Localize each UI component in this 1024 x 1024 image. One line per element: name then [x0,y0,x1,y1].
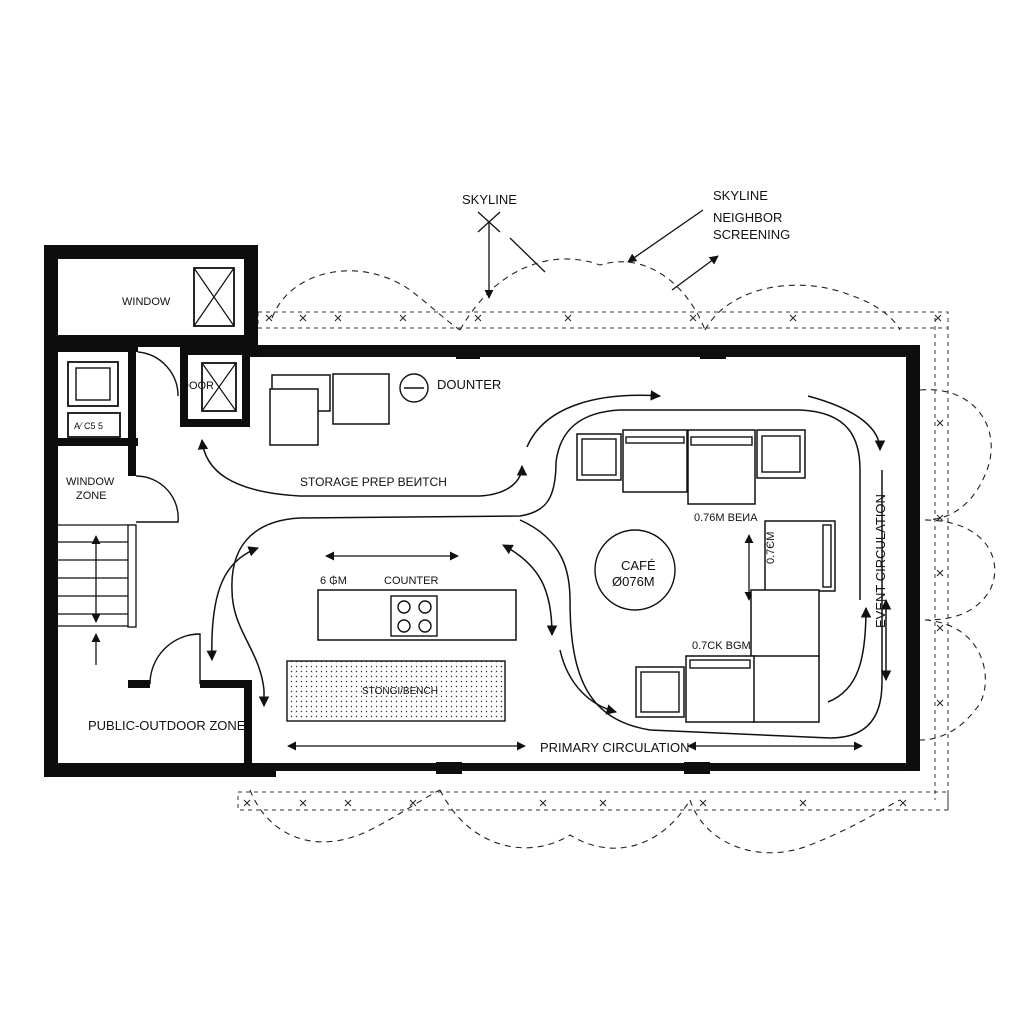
public-outdoor-zone-label: PUBLIC-OUTDOOR ZONE [88,718,246,733]
circulation-paths [197,390,892,751]
neighbor-screening-label-2: SCREENING [713,227,790,242]
prep-chair [269,388,319,446]
counter-dimension-label: 6 ₲M [320,575,347,587]
prep-table [332,373,390,425]
outdoor-door-swing [149,633,201,685]
counter-label: COUNTER [384,575,438,587]
sink-unit [67,361,119,407]
storage-prep-bench-label: STORAGE PREP BEИTCH [300,475,447,489]
door-swing [137,351,179,397]
building-walls [44,245,920,777]
neighbor-screening-label-1: NEIGHBOR [713,210,782,225]
side-dimension-label: 0.7ЄM [765,532,777,564]
seating-row-top [576,429,806,505]
window-label: WINDOW [122,296,171,308]
bench-dimension-label: 0.76M BEИA [694,512,758,524]
zone-door-swing [135,475,179,523]
storage-bench [286,660,506,722]
control-panel [67,412,121,438]
skyline-screening-top [257,258,949,331]
skyline-label-right: SKYLINE [713,188,768,203]
door-unit [201,362,237,412]
cafe-table [594,529,676,611]
dounter-symbol [399,373,429,403]
counter-island [317,589,517,641]
dounter-label: DOUNTER [437,377,501,392]
screening-arrow-2 [671,255,719,291]
storage-bench-label: STONGI/BENCH [362,686,438,697]
window-unit [193,267,235,327]
cooktop [390,595,438,637]
skyline-label-top: SKYLINE [462,192,517,207]
screening-x-marks [243,314,944,807]
primary-circulation-label: PRIMARY CIRCULATION [540,740,690,755]
lower-dimension-label: 0.7CK BGM [692,640,751,652]
window-zone-label-1: WINDOW [66,476,115,488]
event-circulation-label: EVENT CIRCULATION [873,494,888,628]
door-cross [201,362,237,412]
skyline-screening-bottom [237,789,949,854]
panel-text: A⁄ C5 5 [74,421,103,431]
glazing [258,351,916,771]
skyline-marker [477,211,546,299]
window-cross [193,267,235,327]
stairs [58,524,137,665]
cafe-dimension-label: Ø076M [612,574,655,589]
window-zone-label-2: ZONE [76,490,107,502]
skyline-screening-right [919,318,996,810]
screening-arrow-1 [627,209,704,263]
cafe-label: CAFÉ [621,558,656,573]
seating-cluster-right [635,520,836,723]
door-label: DOOR [181,380,214,392]
